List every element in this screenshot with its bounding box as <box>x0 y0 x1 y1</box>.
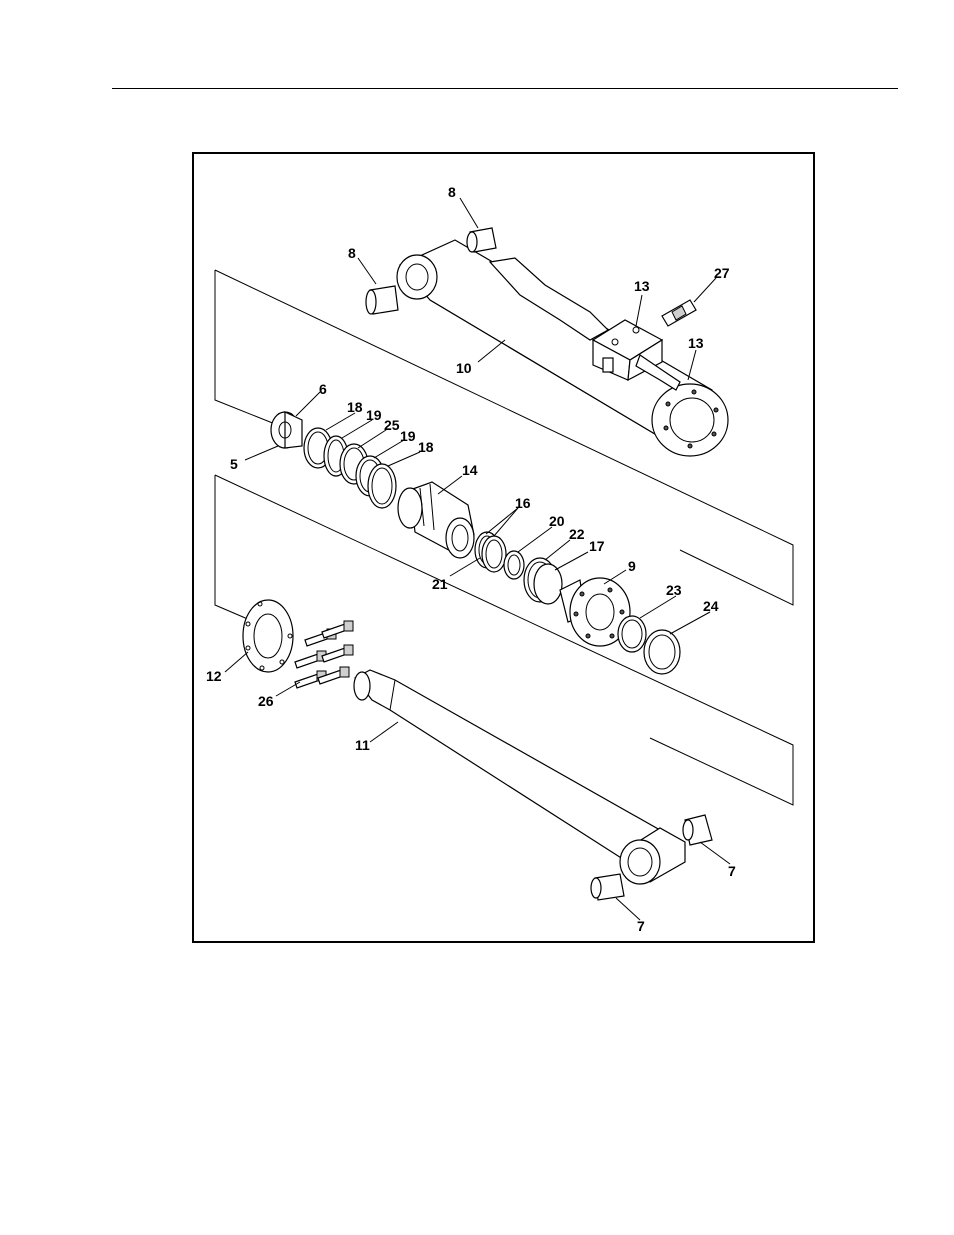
callout-11: 11 <box>355 737 370 753</box>
callout-20: 20 <box>549 513 565 529</box>
callout-23: 23 <box>666 582 682 598</box>
callout-18-first: 18 <box>347 399 363 415</box>
piston-rod <box>354 670 685 884</box>
lock-nut <box>271 412 302 448</box>
pin-upper <box>467 228 496 252</box>
piston <box>398 482 474 558</box>
callout-19-first: 19 <box>366 407 382 423</box>
callout-6: 6 <box>319 381 327 397</box>
callout-25: 25 <box>384 417 400 433</box>
bushing-left <box>591 874 624 900</box>
bushing-right <box>683 815 712 845</box>
seal-rings <box>304 428 396 508</box>
callout-13-upper: 13 <box>634 278 650 294</box>
ring-23 <box>618 616 646 652</box>
bolts <box>295 621 353 688</box>
callout-27: 27 <box>714 265 730 281</box>
callout-18-second: 18 <box>418 439 434 455</box>
callout-7-right: 7 <box>728 863 736 879</box>
rings-22-17 <box>524 558 562 604</box>
pin-lower <box>366 286 398 314</box>
ring-24 <box>644 630 680 674</box>
callout-19-second: 19 <box>400 428 416 444</box>
callout-5: 5 <box>230 456 238 472</box>
end-plate <box>243 600 293 672</box>
callout-8-upper: 8 <box>448 184 456 200</box>
callout-26: 26 <box>258 693 274 709</box>
callout-16: 16 <box>515 495 531 511</box>
callout-7-left: 7 <box>637 918 645 934</box>
hydraulic-fitting <box>662 300 696 326</box>
ring-20 <box>504 551 524 579</box>
callout-12: 12 <box>206 668 222 684</box>
callout-24: 24 <box>703 598 719 614</box>
piston-rings <box>475 532 506 572</box>
callout-8-lower: 8 <box>348 245 356 261</box>
callout-10: 10 <box>456 360 472 376</box>
callout-13-lower: 13 <box>688 335 704 351</box>
callout-9: 9 <box>628 558 636 574</box>
cylinder-barrel <box>397 240 728 456</box>
callout-14: 14 <box>462 462 478 478</box>
callout-21: 21 <box>432 576 448 592</box>
callout-17: 17 <box>589 538 605 554</box>
callout-22: 22 <box>569 526 585 542</box>
